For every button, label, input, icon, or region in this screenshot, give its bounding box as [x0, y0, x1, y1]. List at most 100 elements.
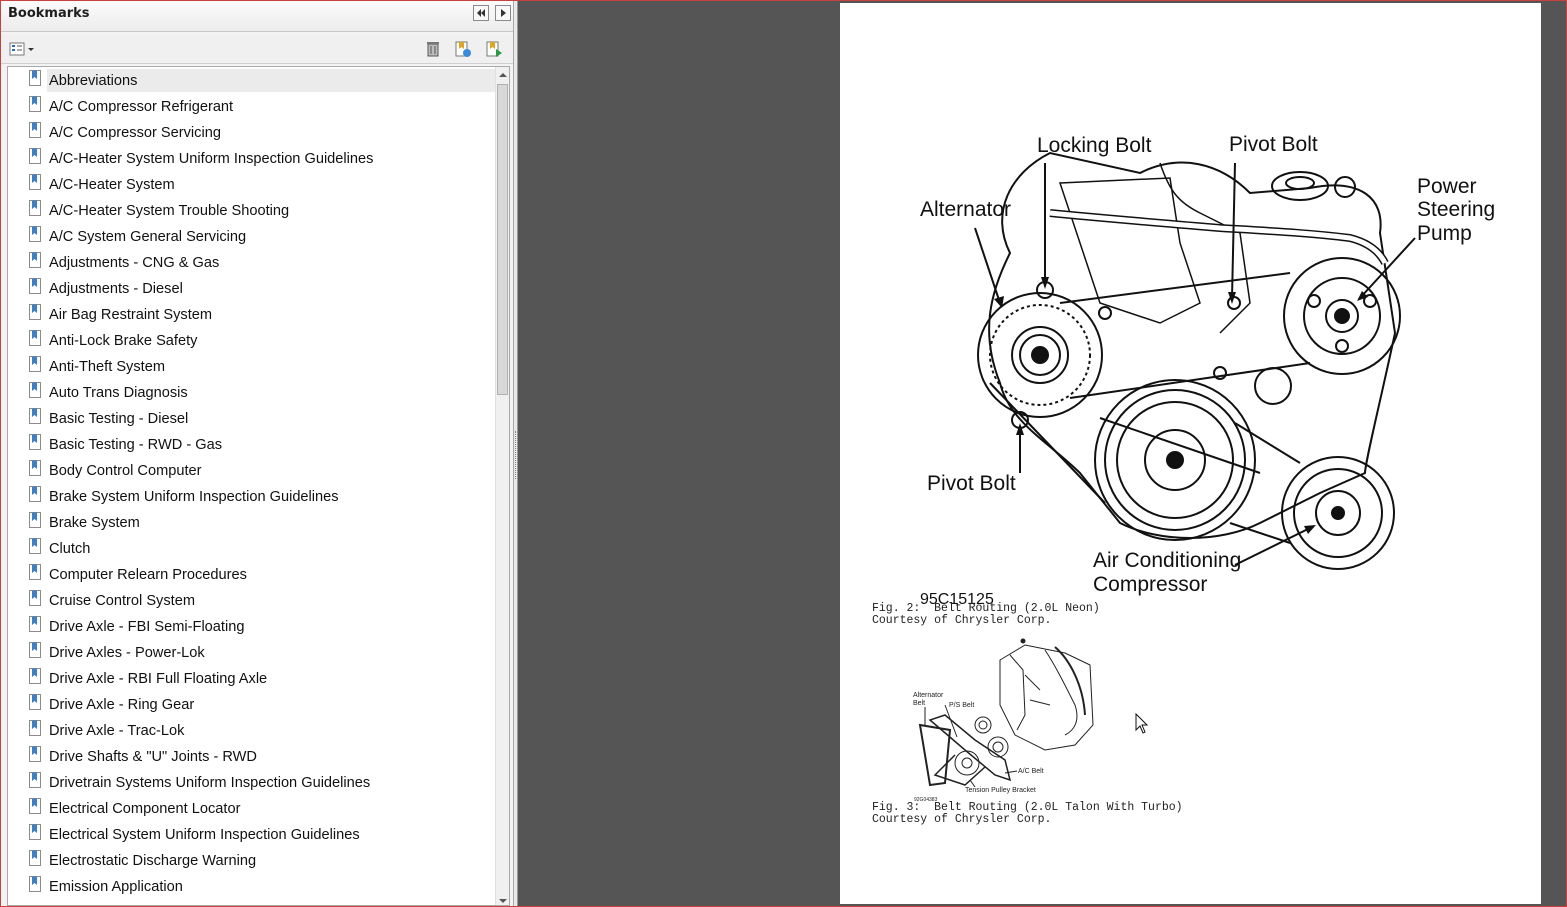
bookmark-label[interactable]: Anti-Theft System — [49, 359, 165, 375]
bookmark-label[interactable]: Drive Axle - Ring Gear — [49, 697, 195, 713]
bookmark-label[interactable]: Basic Testing - Diesel — [49, 411, 189, 427]
expand-bookmark-icon[interactable] — [485, 40, 503, 58]
bookmark-item[interactable]: Drivetrain Systems Uniform Inspection Gu… — [8, 769, 495, 795]
bookmark-item[interactable]: Brake System — [8, 509, 495, 535]
new-bookmark-icon[interactable] — [454, 40, 472, 58]
bookmark-icon — [29, 460, 41, 476]
right-arrow-icon — [501, 9, 506, 17]
bookmark-icon — [29, 694, 41, 710]
bookmark-item[interactable]: Clutch — [8, 535, 495, 561]
scroll-thumb[interactable] — [497, 84, 508, 395]
bookmarks-toolbar — [1, 35, 513, 64]
document-page — [840, 3, 1541, 904]
bookmark-icon — [29, 590, 41, 606]
bookmark-label[interactable]: Adjustments - Diesel — [49, 281, 183, 297]
bookmark-item[interactable]: Emission Application — [8, 873, 495, 899]
vertical-scrollbar[interactable] — [495, 67, 509, 905]
bookmark-item[interactable]: Electrostatic Discharge Warning — [8, 847, 495, 873]
bookmark-label[interactable]: Clutch — [49, 541, 91, 557]
bookmark-item[interactable]: Abbreviations — [8, 67, 495, 93]
figure-code-fig3: 92G04383 — [914, 797, 938, 803]
bookmark-item[interactable]: Drive Axles - Power-Lok — [8, 639, 495, 665]
bookmark-label[interactable]: A/C System General Servicing — [49, 229, 247, 245]
bookmark-label[interactable]: Electrostatic Discharge Warning — [49, 853, 257, 869]
bookmark-label[interactable]: Drive Shafts & "U" Joints - RWD — [49, 749, 257, 765]
caption-fig3-line1: Fig. 3: Belt Routing (2.0L Talon With Tu… — [872, 801, 1183, 814]
bookmark-label[interactable]: Brake System Uniform Inspection Guidelin… — [49, 489, 339, 505]
bookmark-label[interactable]: Anti-Lock Brake Safety — [49, 333, 198, 349]
bookmark-item[interactable]: Cruise Control System — [8, 587, 495, 613]
bookmark-label[interactable]: Auto Trans Diagnosis — [49, 385, 188, 401]
figure-code-fig2: 95C15125 — [920, 591, 994, 608]
label-tension-pulley-bracket: Tension Pulley Bracket — [965, 787, 1036, 794]
bookmark-item[interactable]: Anti-Lock Brake Safety — [8, 327, 495, 353]
bookmark-icon — [29, 70, 41, 86]
bookmark-item[interactable]: A/C Compressor Refrigerant — [8, 93, 495, 119]
collapse-panel-button[interactable] — [473, 5, 489, 21]
bookmark-item[interactable]: A/C-Heater System Trouble Shooting — [8, 197, 495, 223]
bookmark-label[interactable]: Drive Axle - FBI Semi-Floating — [49, 619, 245, 635]
panel-splitter[interactable] — [514, 1, 518, 906]
bookmark-item[interactable]: Electrical Component Locator — [8, 795, 495, 821]
bookmark-item[interactable]: Drive Axle - RBI Full Floating Axle — [8, 665, 495, 691]
bookmark-item[interactable]: A/C Compressor Servicing — [8, 119, 495, 145]
bookmark-label[interactable]: Basic Testing - RWD - Gas — [49, 437, 223, 453]
bookmark-item[interactable]: Drive Axle - Trac-Lok — [8, 717, 495, 743]
bookmark-label[interactable]: Drive Axle - Trac-Lok — [49, 723, 185, 739]
belt-routing-diagram-fig3 — [918, 638, 1094, 788]
bookmark-label[interactable]: A/C-Heater System — [49, 177, 175, 193]
bookmark-label[interactable]: Adjustments - CNG & Gas — [49, 255, 220, 271]
label-alternator-belt-1: Alternator — [913, 692, 944, 699]
bookmark-item[interactable]: Air Bag Restraint System — [8, 301, 495, 327]
panel-title: Bookmarks — [8, 6, 90, 21]
bookmark-item[interactable]: Body Control Computer — [8, 457, 495, 483]
bookmark-label[interactable]: Emission Application — [49, 879, 183, 895]
bookmark-icon — [29, 200, 41, 216]
label-pivot-bolt-top: Pivot Bolt — [1229, 133, 1318, 156]
bookmark-item[interactable]: Basic Testing - Diesel — [8, 405, 495, 431]
bookmark-label[interactable]: Computer Relearn Procedures — [49, 567, 247, 583]
bookmark-label[interactable]: Drive Axles - Power-Lok — [49, 645, 205, 661]
bookmark-label[interactable]: Brake System — [49, 515, 140, 531]
bookmark-item[interactable]: Brake System Uniform Inspection Guidelin… — [8, 483, 495, 509]
bookmark-item[interactable]: Adjustments - Diesel — [8, 275, 495, 301]
bookmark-label[interactable]: Abbreviations — [47, 69, 495, 92]
bookmark-label[interactable]: A/C Compressor Refrigerant — [49, 99, 234, 115]
bookmark-label[interactable]: Air Bag Restraint System — [49, 307, 213, 323]
bookmark-item[interactable]: Basic Testing - RWD - Gas — [8, 431, 495, 457]
bookmark-icon — [29, 356, 41, 372]
scroll-up-arrow-icon[interactable] — [499, 73, 507, 77]
label-steering: Steering — [1417, 198, 1496, 221]
bookmark-item[interactable]: Drive Axle - FBI Semi-Floating — [8, 613, 495, 639]
bookmark-item[interactable]: A/C System General Servicing — [8, 223, 495, 249]
label-pivot-bolt-bottom: Pivot Bolt — [927, 472, 1016, 495]
bookmark-icon — [29, 564, 41, 580]
bookmark-label[interactable]: A/C Compressor Servicing — [49, 125, 221, 141]
scroll-down-arrow-icon[interactable] — [499, 899, 507, 903]
bookmark-label[interactable]: Drive Axle - RBI Full Floating Axle — [49, 671, 268, 687]
bookmark-icon — [29, 174, 41, 190]
bookmark-label[interactable]: A/C-Heater System Trouble Shooting — [49, 203, 290, 219]
bookmark-item[interactable]: Drive Shafts & "U" Joints - RWD — [8, 743, 495, 769]
bookmark-item[interactable]: Adjustments - CNG & Gas — [8, 249, 495, 275]
bookmark-item[interactable]: A/C-Heater System Uniform Inspection Gui… — [8, 145, 495, 171]
bookmark-label[interactable]: Drivetrain Systems Uniform Inspection Gu… — [49, 775, 371, 791]
delete-icon[interactable] — [425, 40, 441, 58]
bookmark-label[interactable]: Electrical System Uniform Inspection Gui… — [49, 827, 360, 843]
bookmark-item[interactable]: Anti-Theft System — [8, 353, 495, 379]
bookmark-icon — [29, 278, 41, 294]
options-menu-icon[interactable] — [9, 40, 35, 58]
bookmark-label[interactable]: Cruise Control System — [49, 593, 195, 609]
bookmark-item[interactable]: Electrical System Uniform Inspection Gui… — [8, 821, 495, 847]
bookmark-label[interactable]: Electrical Component Locator — [49, 801, 241, 817]
bookmark-item[interactable]: A/C-Heater System — [8, 171, 495, 197]
bookmark-icon — [29, 122, 41, 138]
bookmark-icon — [29, 434, 41, 450]
bookmark-item[interactable]: Computer Relearn Procedures — [8, 561, 495, 587]
expand-panel-button[interactable] — [495, 5, 511, 21]
bookmark-label[interactable]: A/C-Heater System Uniform Inspection Gui… — [49, 151, 374, 167]
bookmark-label[interactable]: Body Control Computer — [49, 463, 202, 479]
bookmark-item[interactable]: Drive Axle - Ring Gear — [8, 691, 495, 717]
bookmark-item[interactable]: Auto Trans Diagnosis — [8, 379, 495, 405]
